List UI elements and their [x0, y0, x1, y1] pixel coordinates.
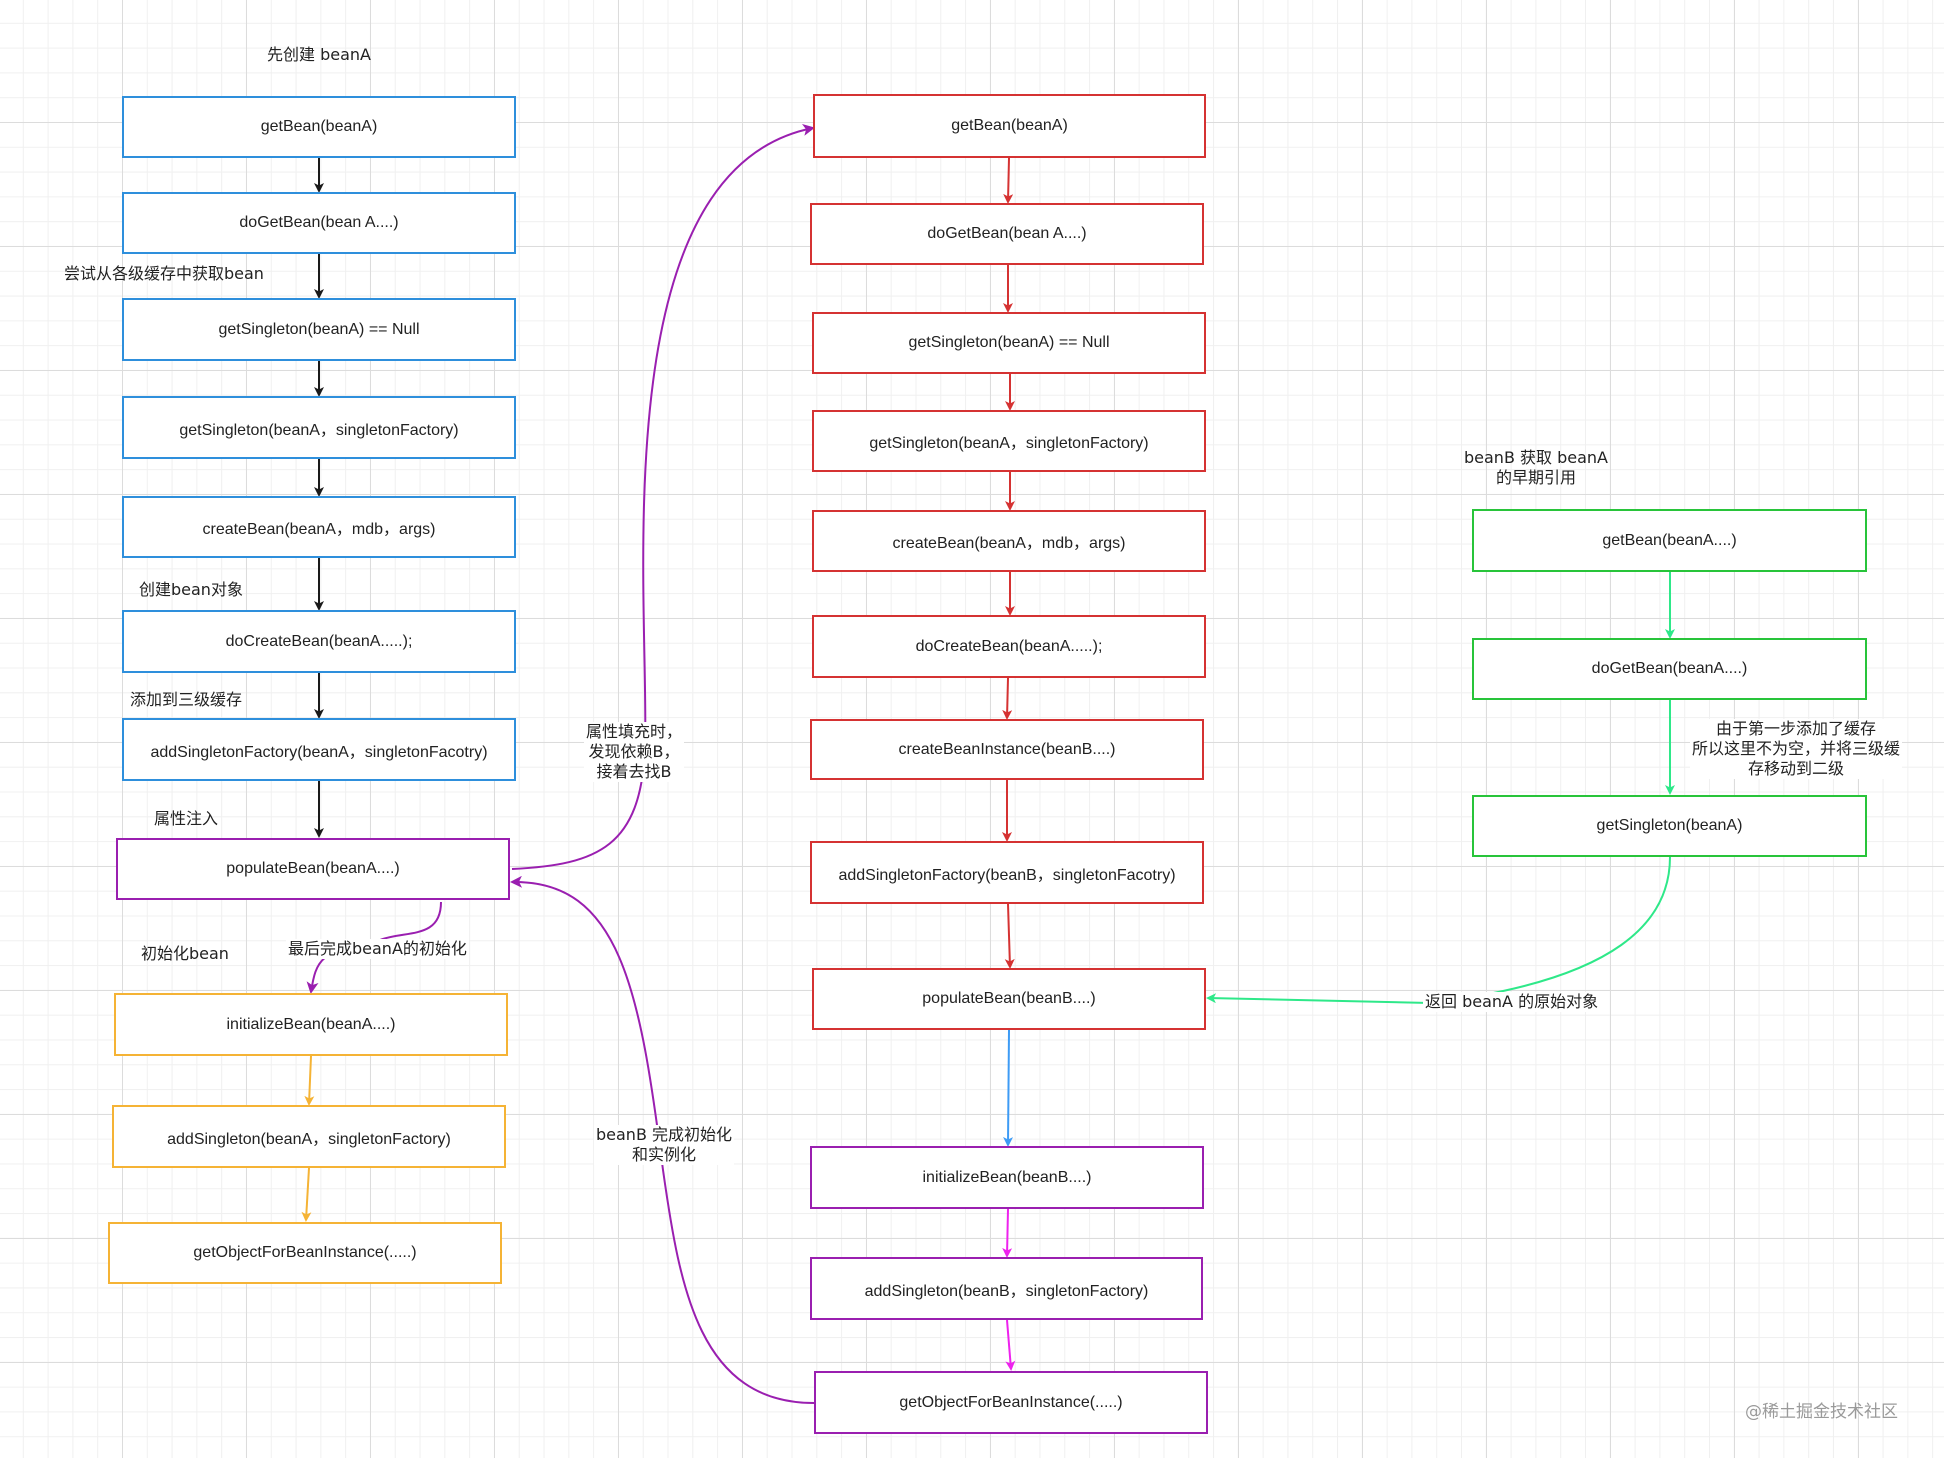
- note-init-bean: 初始化bean: [141, 944, 229, 963]
- blue-arrow: [1003, 1029, 1014, 1147]
- right-title: beanB 获取 beanA 的早期引用: [1464, 448, 1608, 487]
- left-box-getbean[interactable]: getBean(beanA): [122, 96, 516, 158]
- watermark: @稀土掘金技术社区: [1745, 1402, 1898, 1422]
- note-add-third-cache: 添加到三级缓存: [130, 690, 243, 709]
- left-box-getsingleton-factory[interactable]: getSingleton(beanA，singletonFactory): [122, 396, 516, 459]
- left-box-getsingleton-null[interactable]: getSingleton(beanA) == Null: [122, 298, 516, 361]
- mid-box-dogetbean[interactable]: doGetBean(bean A....): [810, 203, 1204, 265]
- curve-back-to-populate-a: [510, 875, 815, 1404]
- magenta-arrow-2: [1005, 1319, 1016, 1371]
- mid-box-addsingletonfactory[interactable]: addSingletonFactory(beanB，singletonFacot…: [810, 841, 1204, 904]
- left-box-addsingleton[interactable]: addSingleton(beanA，singletonFactory): [112, 1105, 506, 1168]
- right-box-getsingleton[interactable]: getSingleton(beanA): [1472, 795, 1867, 857]
- mid-box-addsingleton[interactable]: addSingleton(beanB，singletonFactory): [810, 1257, 1203, 1320]
- left-box-getobject[interactable]: getObjectForBeanInstance(.....): [108, 1222, 502, 1284]
- edge-label-find-b: 属性填充时， 发现依赖B， 接着去找B: [584, 722, 685, 782]
- mid-box-createbeaninstance[interactable]: createBeanInstance(beanB....): [810, 719, 1204, 780]
- mid-box-getobject[interactable]: getObjectForBeanInstance(.....): [814, 1371, 1208, 1434]
- left-title: 先创建 beanA: [267, 45, 371, 64]
- left-orange-arrows: [301, 1055, 315, 1222]
- middle-column-arrows: [1002, 157, 1015, 969]
- left-box-addsingletonfactory[interactable]: addSingletonFactory(beanA，singletonFacot…: [122, 718, 516, 781]
- left-box-populatebean[interactable]: populateBean(beanA....): [116, 838, 510, 900]
- mid-box-getsingleton-factory[interactable]: getSingleton(beanA，singletonFactory): [812, 410, 1206, 472]
- edge-label-return-a: 返回 beanA 的原始对象: [1423, 992, 1601, 1012]
- right-column-arrows: [1206, 572, 1675, 1005]
- right-note-cache: 由于第一步添加了缓存 所以这里不为空，并将三级缓 存移动到二级: [1690, 719, 1903, 779]
- right-box-getbean[interactable]: getBean(beanA....): [1472, 509, 1867, 572]
- mid-box-docreatebean[interactable]: doCreateBean(beanA.....);: [812, 615, 1206, 678]
- right-box-dogetbean[interactable]: doGetBean(beanA....): [1472, 638, 1867, 700]
- left-box-initializebean[interactable]: initializeBean(beanA....): [114, 993, 508, 1056]
- note-create-object: 创建bean对象: [139, 580, 243, 599]
- curve-to-getbean-a: [511, 124, 815, 870]
- edge-label-b-done: beanB 完成初始化 和实例化: [594, 1125, 735, 1165]
- note-inject: 属性注入: [154, 809, 219, 828]
- left-box-docreatebean[interactable]: doCreateBean(beanA.....);: [122, 610, 516, 673]
- mid-box-initializebean[interactable]: initializeBean(beanB....): [810, 1146, 1204, 1209]
- mid-box-createbean[interactable]: createBean(beanA，mdb，args): [812, 510, 1206, 572]
- magenta-arrow-1: [1002, 1208, 1013, 1258]
- mid-box-populatebean[interactable]: populateBean(beanB....): [812, 968, 1206, 1030]
- left-box-createbean[interactable]: createBean(beanA，mdb，args): [122, 496, 516, 558]
- mid-box-getsingleton-null[interactable]: getSingleton(beanA) == Null: [812, 312, 1206, 374]
- note-finish-beana: 最后完成beanA的初始化: [286, 939, 469, 959]
- note-cache-lookup: 尝试从各级缓存中获取bean: [64, 264, 264, 283]
- left-box-dogetbean[interactable]: doGetBean(bean A....): [122, 192, 516, 254]
- mid-box-getbean[interactable]: getBean(beanA): [813, 94, 1206, 158]
